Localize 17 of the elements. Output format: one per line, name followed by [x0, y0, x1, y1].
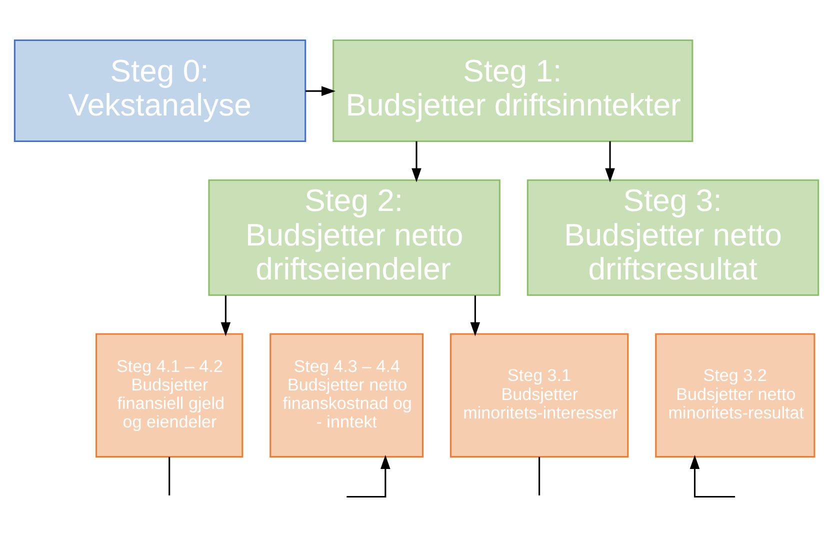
arrow — [220, 294, 231, 336]
node-box: Steg 1: Budsjetter driftsinntekter — [332, 38, 694, 142]
node-box: Steg 3.2 Budsjetter netto minoritets-resultat — [655, 332, 816, 458]
arrow — [412, 140, 422, 182]
node-box: Steg 0: Vekstanalyse — [14, 38, 306, 142]
arrow — [306, 86, 336, 96]
connector — [538, 456, 540, 495]
arrow — [346, 454, 390, 498]
arrow — [605, 140, 615, 182]
node-box: Steg 2: Budsjetter netto driftseiendeler — [208, 178, 500, 296]
node-box: Steg 4.1 – 4.2 Budsjetter finansiell gjeld og eiendeler — [96, 332, 244, 458]
node-box: Steg 4.3 – 4.4 Budsjetter netto finanskostnad og - inntekt — [270, 332, 424, 458]
connector — [168, 456, 170, 495]
arrow — [470, 294, 480, 336]
node-box: Steg 3.1 Budsjetter minoritets-interesser — [450, 332, 629, 458]
node-box: Steg 3: Budsjetter netto driftsresultat — [526, 178, 820, 296]
arrow — [690, 454, 736, 498]
